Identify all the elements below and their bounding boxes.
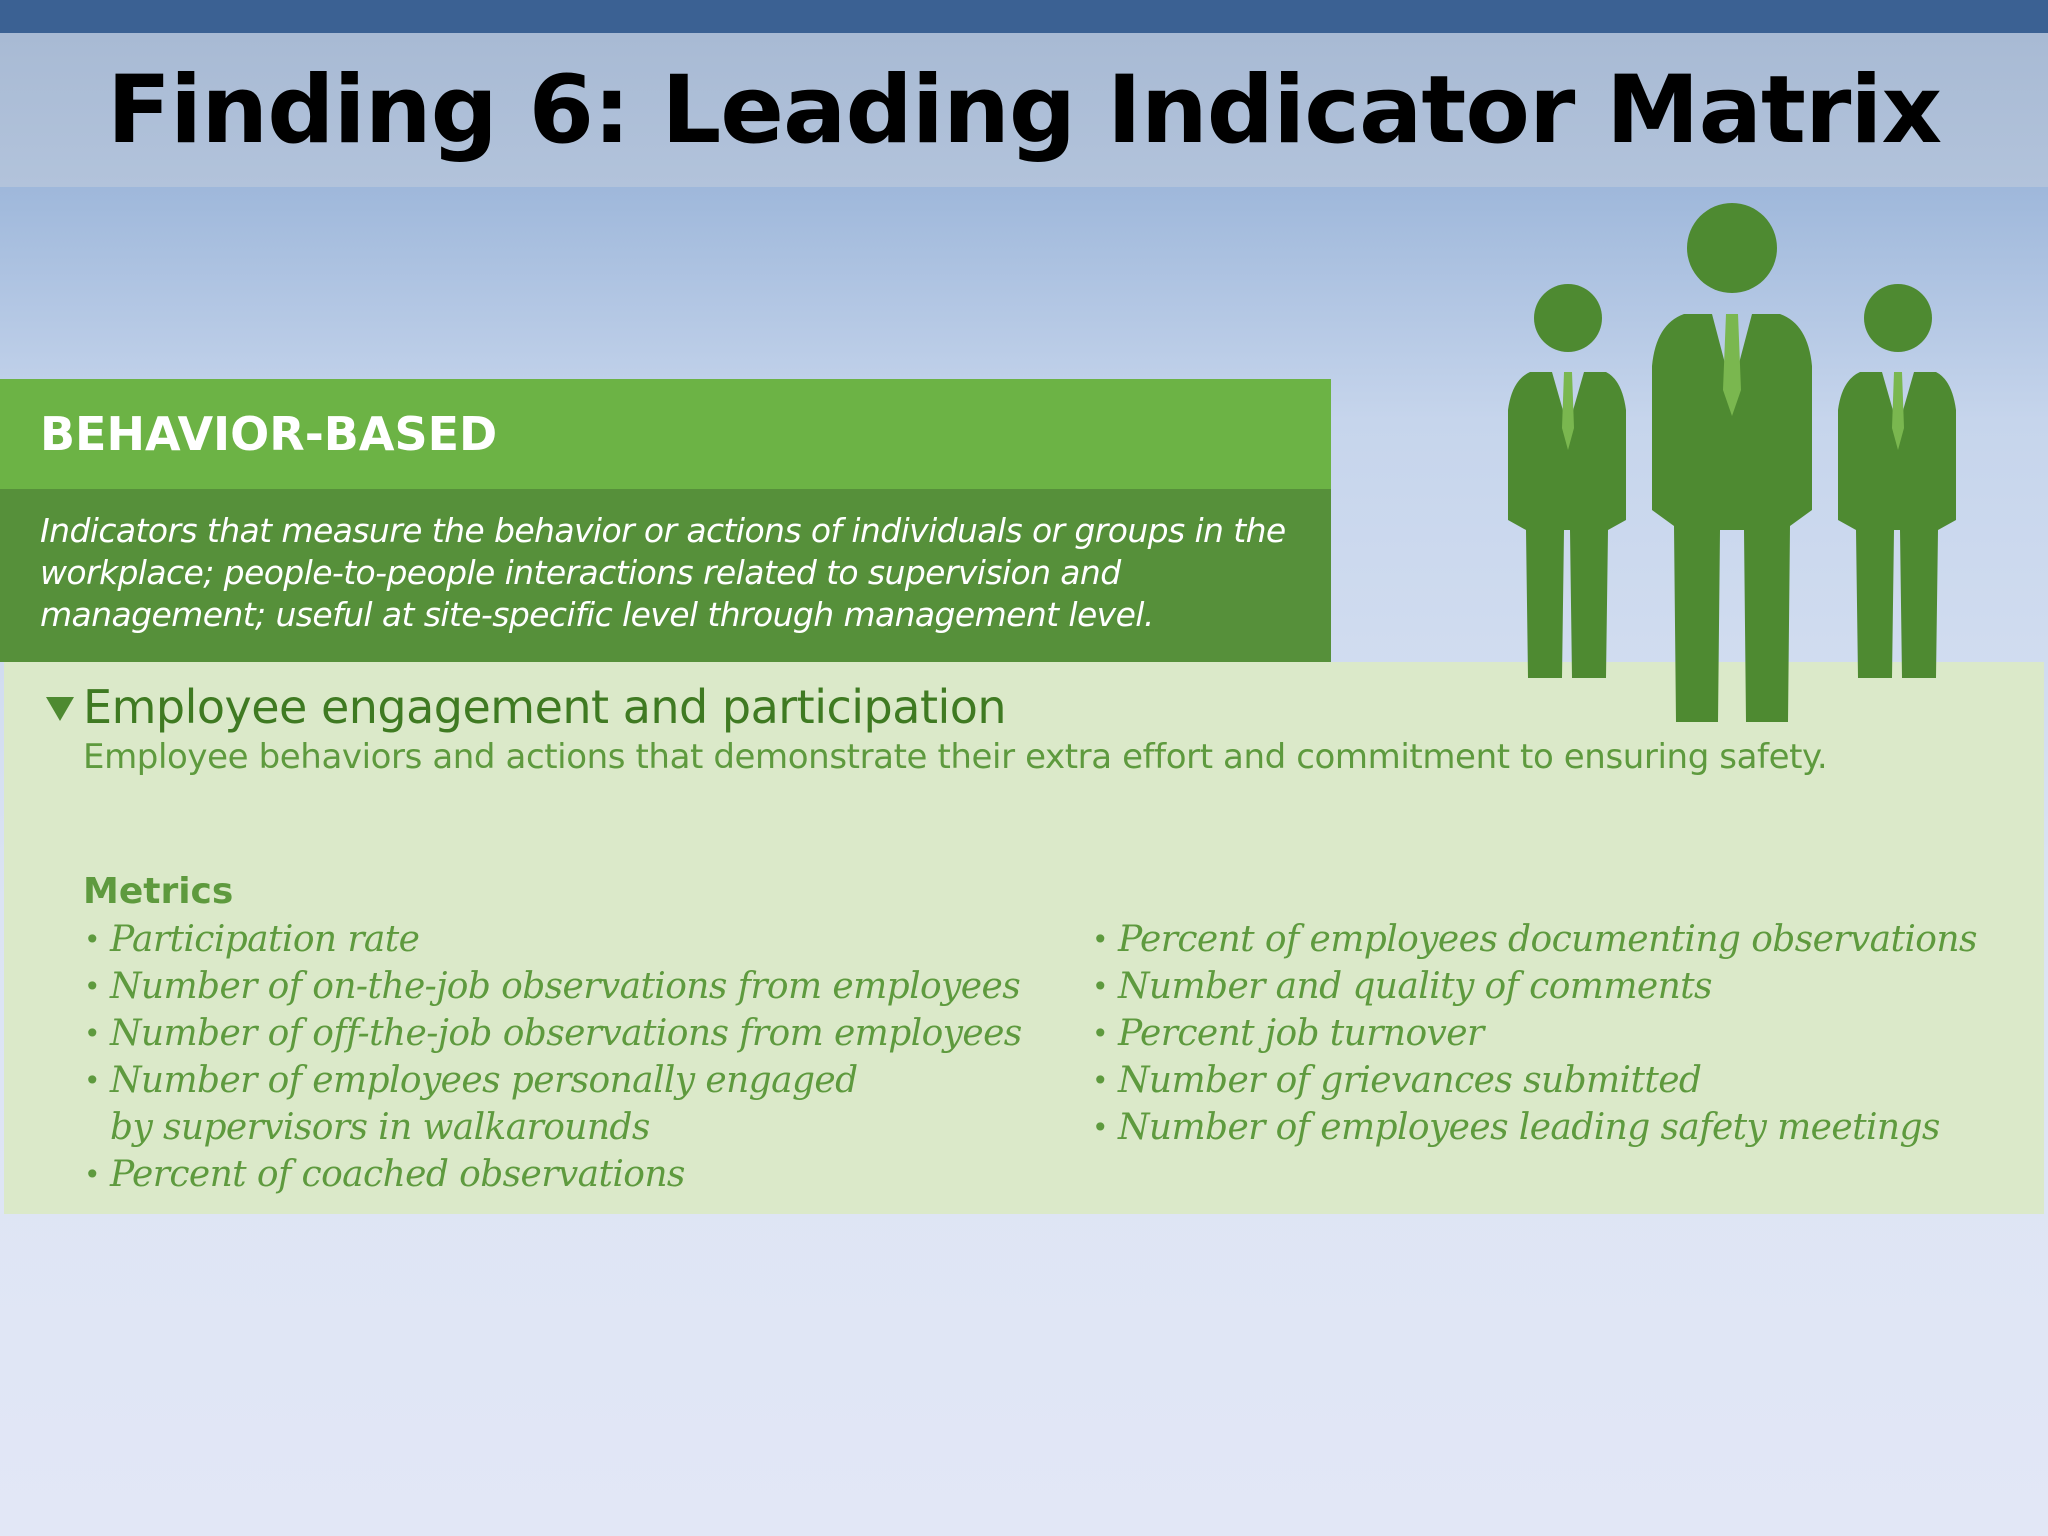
- metric-text: Number of on-the-job observations from e…: [110, 966, 1021, 1007]
- bullet-icon: •: [84, 1064, 101, 1097]
- list-item: • Number of off-the-job observations from…: [84, 1010, 1084, 1057]
- person-right-head: [1864, 284, 1932, 352]
- person-left-body: [1508, 372, 1626, 678]
- section-heading: Employee engagement and participation: [83, 680, 1007, 734]
- bullet-icon: •: [84, 970, 101, 1003]
- bullet-icon: •: [1092, 923, 1109, 956]
- metric-text: Percent job turnover: [1118, 1013, 1484, 1054]
- metric-text: Number of grievances submitted: [1118, 1060, 1702, 1101]
- bullet-icon: •: [84, 923, 101, 956]
- section-description: Employee behaviors and actions that demo…: [83, 737, 1828, 777]
- metric-text: Participation rate: [110, 919, 420, 960]
- list-item: • Number and quality of comments: [1092, 963, 2032, 1010]
- triangle-down-icon: [46, 697, 74, 721]
- person-left-head: [1534, 284, 1602, 352]
- bullet-icon: •: [1092, 970, 1109, 1003]
- list-item: • Number of employees personally engaged …: [84, 1057, 870, 1151]
- metric-text: Number of off-the-job observations from …: [110, 1013, 1022, 1054]
- metric-text: Percent of coached observations: [110, 1154, 685, 1195]
- category-header-bar: [0, 379, 1331, 489]
- bullet-icon: •: [84, 1017, 101, 1050]
- metric-text: Number of employees leading safety meeti…: [1118, 1107, 1940, 1148]
- metric-text: Number of employees personally engaged b…: [110, 1060, 858, 1148]
- content-panel: [4, 662, 2044, 1214]
- metric-text: Percent of employees documenting observa…: [1118, 919, 1977, 960]
- bullet-icon: •: [1092, 1111, 1109, 1144]
- person-right-body: [1838, 372, 1956, 678]
- person-center-head: [1687, 203, 1777, 293]
- list-item: • Percent job turnover: [1092, 1010, 2032, 1057]
- list-item: • Number of grievances submitted: [1092, 1057, 2032, 1104]
- list-item: • Percent of coached observations: [84, 1151, 1084, 1198]
- category-header: BEHAVIOR-BASED: [40, 407, 498, 461]
- metric-text: Number and quality of comments: [1118, 966, 1713, 1007]
- category-description-box: [0, 489, 1331, 662]
- metrics-list-right: • Percent of employees documenting observ…: [1092, 916, 2032, 1151]
- slide-title: Finding 6: Leading Indicator Matrix: [106, 55, 1942, 165]
- person-center-body: [1652, 314, 1812, 722]
- metrics-list-left: • Participation rate • Number of on-the-jo…: [84, 916, 1084, 1198]
- list-item: • Participation rate: [84, 916, 1084, 963]
- list-item: • Number of employees leading safety meet…: [1092, 1104, 2032, 1151]
- top-bar: [0, 0, 2048, 33]
- title-band: [0, 33, 2048, 187]
- category-description: Indicators that measure the behavior or …: [40, 511, 1286, 634]
- metrics-label: Metrics: [83, 871, 234, 912]
- people-group-icon: [1508, 203, 1956, 722]
- list-item: • Number of on-the-job observations from …: [84, 963, 1084, 1010]
- bullet-icon: •: [1092, 1064, 1109, 1097]
- bullet-icon: •: [84, 1158, 101, 1191]
- list-item: • Percent of employees documenting observ…: [1092, 916, 2032, 963]
- bullet-icon: •: [1092, 1017, 1109, 1050]
